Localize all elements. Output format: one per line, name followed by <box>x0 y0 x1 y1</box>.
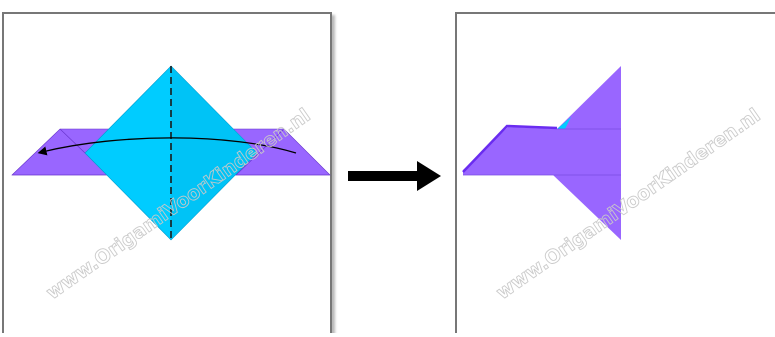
valley-fold-arrow-icon <box>37 137 297 156</box>
paper-front-shade <box>171 66 257 240</box>
step-panel-right: www.OrigamiVoorKinderen.nl <box>455 12 775 337</box>
model-upper-fin <box>557 66 621 129</box>
model-lower-fin <box>553 175 621 240</box>
step-panel-left: www.OrigamiVoorKinderen.nl <box>2 12 332 337</box>
model-front-edge <box>462 124 558 173</box>
paper-back-crease-right <box>235 128 285 176</box>
model-cyan-edge <box>557 117 571 129</box>
right-arrow-icon <box>348 161 441 191</box>
model-body <box>463 127 621 175</box>
folded-model-icon <box>462 66 621 240</box>
